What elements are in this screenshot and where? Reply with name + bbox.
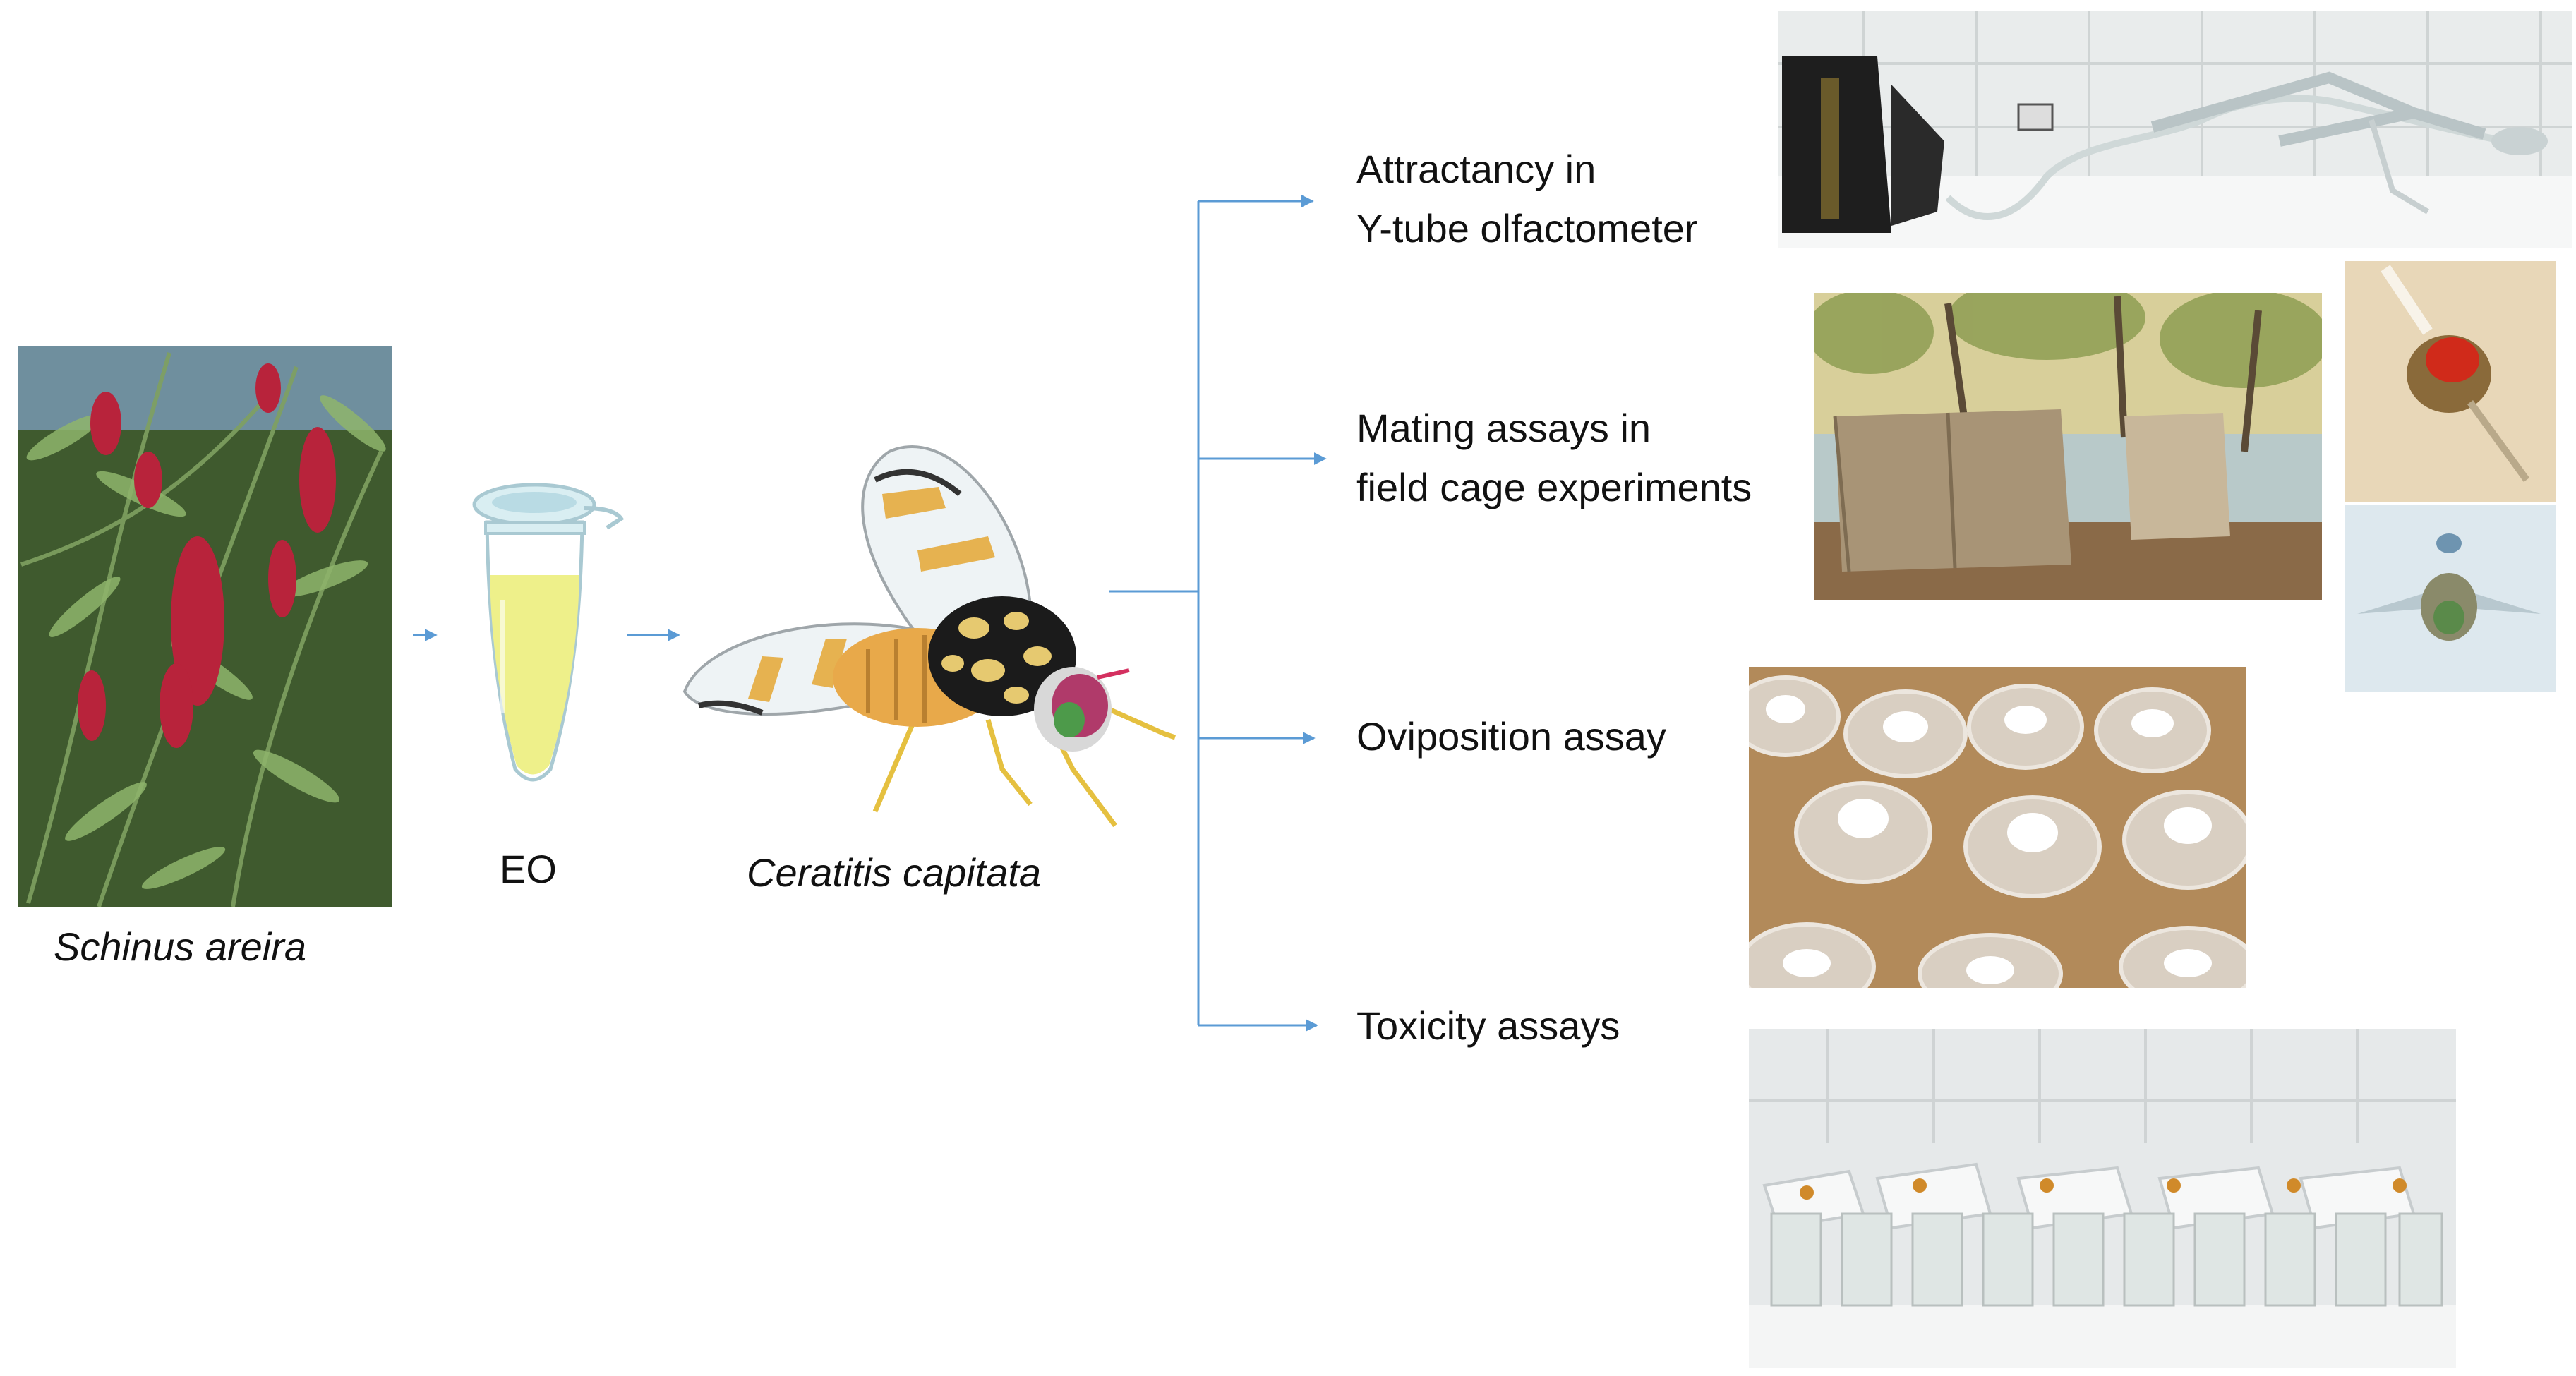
- eo-tube-icon: [472, 483, 625, 782]
- schinus-areira-label: Schinus areira: [54, 924, 306, 969]
- mating-label-line2: field cage experiments: [1356, 465, 1752, 509]
- field-cages-photo: [1814, 293, 2322, 600]
- oviposition-label: Oviposition assay: [1356, 714, 1666, 759]
- oviposition-photo: [1749, 667, 2246, 988]
- fly-closeup-photo-1: [2345, 261, 2556, 502]
- toxicity-photo: [1749, 1029, 2456, 1368]
- attractancy-label-line1: Attractancy in: [1356, 147, 1596, 191]
- ceratitis-capitata-illustration: [682, 445, 1176, 828]
- eo-label: EO: [500, 847, 557, 891]
- attractancy-label-line2: Y-tube olfactometer: [1356, 206, 1698, 251]
- mating-label-line1: Mating assays in: [1356, 406, 1651, 450]
- ceratitis-capitata-label: Ceratitis capitata: [747, 850, 1042, 895]
- fly-closeup-photo-2: [2345, 505, 2556, 692]
- branch-connector: [1109, 201, 1200, 1025]
- olfactometer-photo: [1778, 11, 2572, 248]
- toxicity-label: Toxicity assays: [1356, 1003, 1620, 1048]
- schinus-areira-photo: [18, 346, 392, 907]
